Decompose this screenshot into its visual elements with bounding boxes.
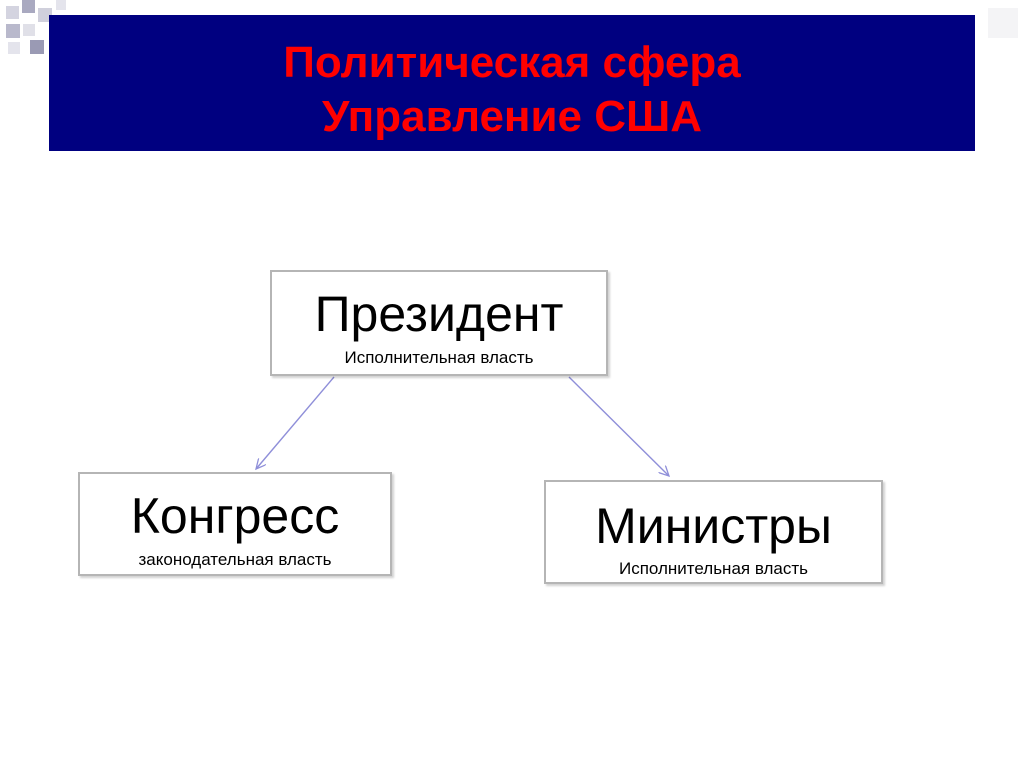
corner-square bbox=[22, 0, 35, 13]
corner-square bbox=[8, 42, 20, 54]
node-ministers-subtitle: Исполнительная власть bbox=[618, 559, 808, 578]
corner-square bbox=[56, 0, 66, 10]
node-congress-title: Конгресс bbox=[130, 488, 340, 544]
node-ministers-title: Министры bbox=[595, 498, 832, 554]
title-line-2: Управление США bbox=[321, 92, 702, 141]
corner-square bbox=[23, 24, 35, 36]
title-bar: Политическая сфера Управление США bbox=[49, 15, 975, 151]
corner-square bbox=[38, 8, 52, 22]
corner-square bbox=[6, 6, 19, 19]
corner-square bbox=[988, 8, 1018, 38]
corner-square bbox=[30, 40, 44, 54]
edge-president-ministers bbox=[568, 376, 669, 476]
node-president-title: Президент bbox=[314, 286, 564, 342]
node-ministers: Министры Исполнительная власть bbox=[544, 480, 883, 584]
node-congress-subtitle: законодательная власть bbox=[138, 550, 332, 569]
corner-square bbox=[6, 24, 20, 38]
node-congress: Конгресс законодательная власть bbox=[78, 472, 392, 576]
edge-president-congress bbox=[256, 376, 335, 469]
node-president-subtitle: Исполнительная власть bbox=[344, 348, 534, 367]
node-president: Президент Исполнительная власть bbox=[270, 270, 608, 376]
title-line-1: Политическая сфера bbox=[283, 38, 741, 87]
